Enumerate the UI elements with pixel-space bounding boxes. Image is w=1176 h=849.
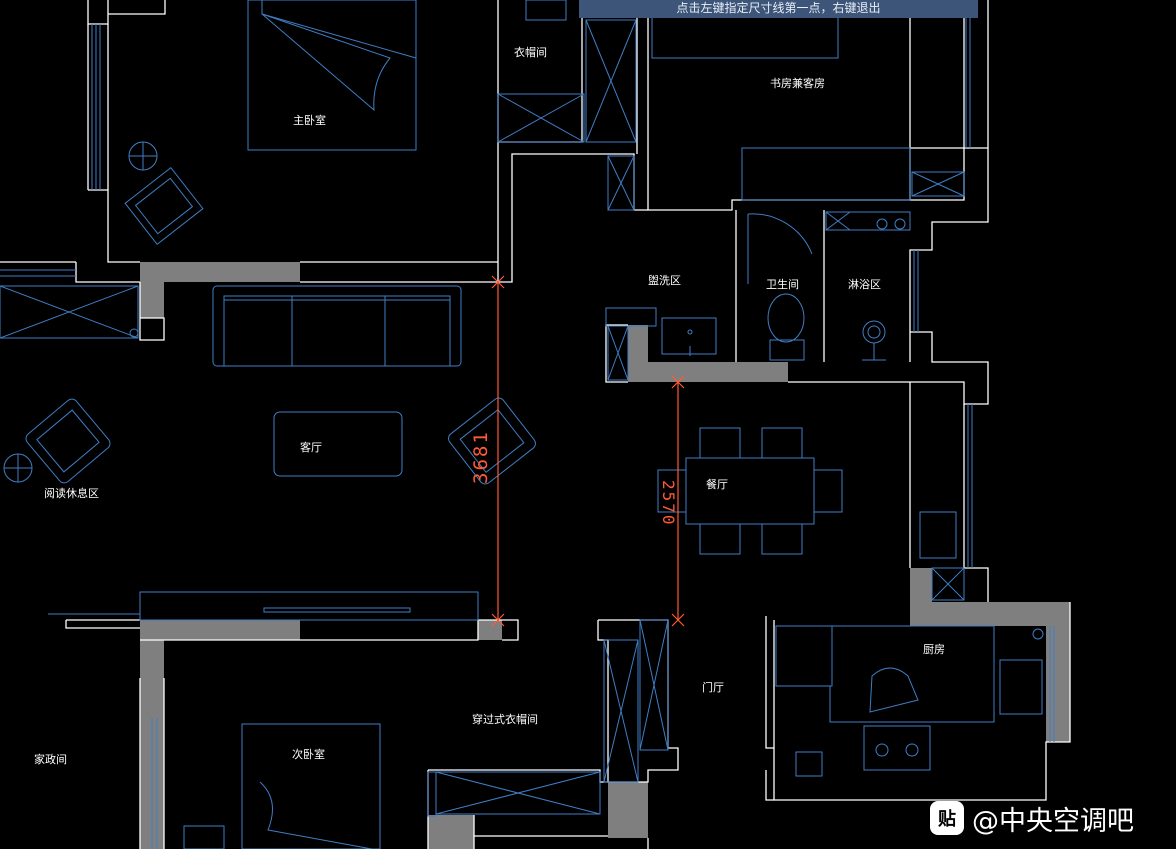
watermark: 贴 @中央空调吧: [930, 798, 1134, 838]
room-label-shower-area: 淋浴区: [848, 278, 881, 291]
room-label-dining-room: 餐厅: [706, 478, 728, 491]
structural-walls: [140, 262, 1070, 849]
room-label-cloakroom: 衣帽间: [514, 46, 547, 59]
room-label-entrance: 门厅: [702, 681, 724, 694]
room-label-reading-lounge: 阅读休息区: [44, 487, 99, 500]
tieba-logo-icon: 贴: [930, 801, 964, 835]
watermark-text: @中央空调吧: [972, 805, 1134, 837]
room-label-master-bedroom: 主卧室: [293, 114, 326, 127]
furniture-lines: [0, 0, 1055, 849]
room-label-study-guest: 书房兼客房: [770, 77, 825, 90]
dimension-text-dining: 2570: [659, 480, 678, 527]
dimension-text-living: 3681: [470, 430, 492, 484]
room-label-wash-area: 盥洗区: [648, 274, 681, 287]
room-label-laundry: 家政间: [34, 753, 67, 766]
room-label-living-room: 客厅: [300, 441, 322, 454]
dimension-lines: [491, 275, 685, 627]
room-label-kitchen: 厨房: [923, 643, 945, 656]
command-prompt-tooltip: 点击左键指定尺寸线第一点，右键退出: [579, 0, 978, 18]
room-label-toilet: 卫生间: [766, 278, 799, 291]
room-label-second-bedroom: 次卧室: [292, 748, 325, 761]
room-label-walkin-closet: 穿过式衣帽间: [472, 713, 538, 726]
